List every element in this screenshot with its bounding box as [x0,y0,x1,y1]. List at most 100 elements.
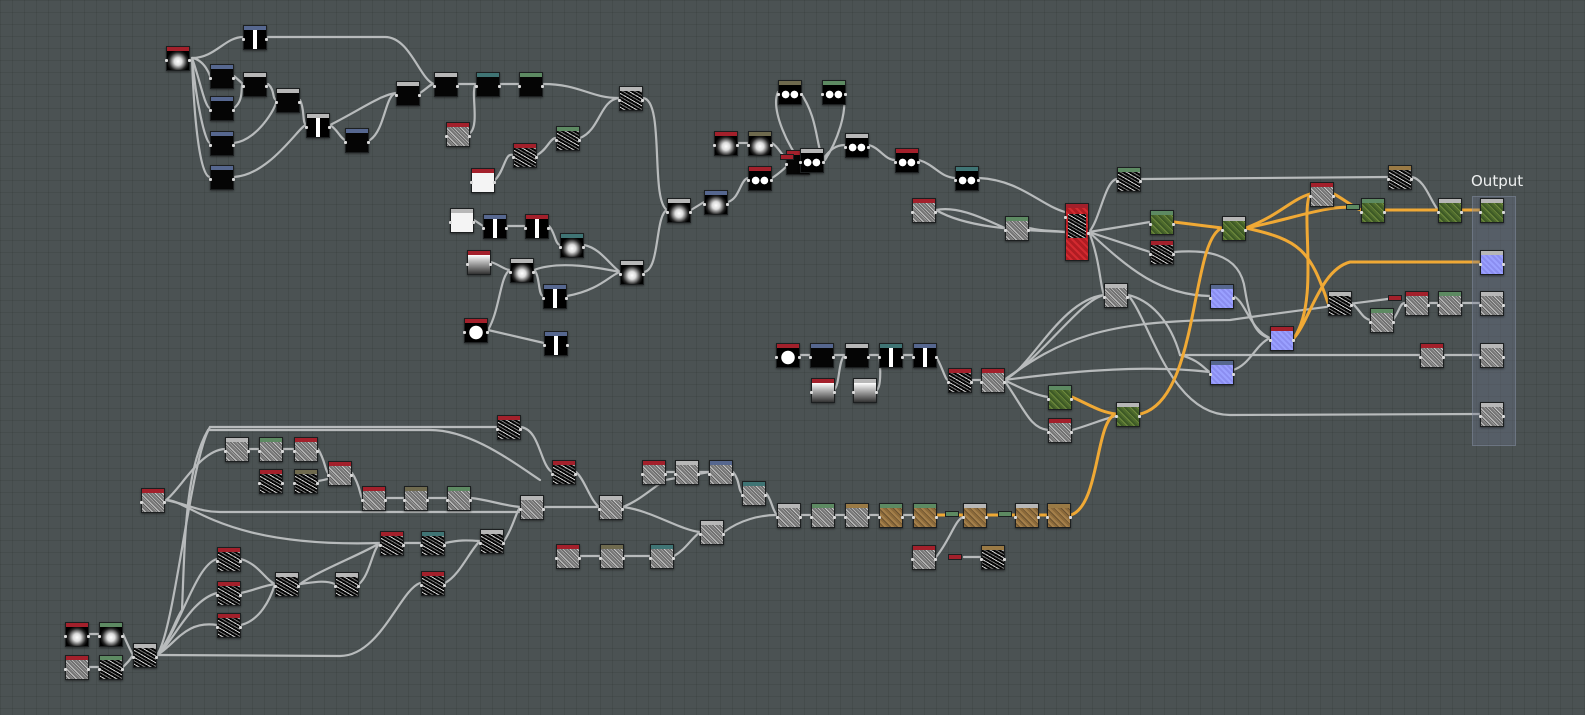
output-pin[interactable] [736,144,739,147]
output-pin[interactable] [541,85,544,88]
input-pin[interactable] [216,560,219,563]
node-spot-b[interactable] [747,131,773,156]
input-pin[interactable] [209,109,212,112]
input-pin[interactable] [433,85,436,88]
input-pin[interactable] [512,156,515,159]
output-pin[interactable] [350,474,353,477]
input-pin[interactable] [496,428,499,431]
output-pin[interactable] [1460,211,1463,214]
input-pin[interactable] [1479,356,1482,359]
input-pin[interactable] [216,626,219,629]
input-pin[interactable] [258,482,261,485]
node-mask-a[interactable] [1149,240,1175,265]
input-pin[interactable] [445,135,448,138]
input-pin[interactable] [555,557,558,560]
input-pin[interactable] [140,501,143,504]
input-pin[interactable] [361,499,364,502]
input-pin[interactable] [911,558,914,561]
node-shape-e[interactable] [703,190,729,215]
node-noise-u[interactable] [496,415,522,440]
node-dirt-a[interactable] [878,503,904,528]
node-noise-aa[interactable] [216,613,242,638]
input-pin[interactable] [649,557,652,560]
input-pin[interactable] [509,271,512,274]
output-pin[interactable] [901,356,904,359]
output-pin[interactable] [1442,356,1445,359]
input-pin[interactable] [395,94,398,97]
input-pin[interactable] [216,594,219,597]
node-gradient-a[interactable] [466,250,492,275]
node-noise-ae[interactable] [420,531,446,556]
node-noise-c[interactable] [555,126,581,151]
node-seed-shape[interactable] [165,46,191,71]
input-pin[interactable] [1116,180,1119,183]
node-normal-b[interactable] [1269,326,1295,351]
output-pin[interactable] [265,38,268,41]
node-grass-b[interactable] [1221,216,1247,241]
input-pin[interactable] [713,144,716,147]
node-shape-d[interactable] [666,198,692,223]
output-pin[interactable] [689,211,692,214]
input-pin[interactable] [293,450,296,453]
node-noise-ap[interactable] [776,503,802,528]
output-pin[interactable] [155,656,158,659]
node-seed-f[interactable] [132,643,158,668]
input-pin[interactable] [463,331,466,334]
input-pin[interactable] [543,344,546,347]
node-blend-c[interactable] [209,96,235,121]
output-pin[interactable] [642,273,645,276]
input-pin[interactable] [518,85,521,88]
node-split-1[interactable] [242,25,268,50]
node-seed-b[interactable] [64,622,90,647]
node-transform-b[interactable] [344,128,370,153]
input-pin[interactable] [911,211,914,214]
output-pin[interactable] [1350,304,1353,307]
input-pin[interactable] [1479,304,1482,307]
input-pin[interactable] [1047,398,1050,401]
connector-link-red[interactable] [1388,295,1402,301]
output-pin[interactable] [833,391,836,394]
node-transform-d[interactable] [433,72,459,97]
output-pin[interactable] [901,516,904,519]
output-pin[interactable] [770,144,773,147]
input-pin[interactable] [1014,516,1017,519]
node-noise-af[interactable] [479,529,505,554]
input-pin[interactable] [64,635,67,638]
input-pin[interactable] [274,585,277,588]
node-edge-e[interactable] [878,343,904,368]
output-pin[interactable] [867,146,870,149]
input-pin[interactable] [599,557,602,560]
input-pin[interactable] [98,668,101,671]
output-pin[interactable] [722,533,725,536]
node-blend-g[interactable] [618,86,644,111]
input-pin[interactable] [1327,304,1330,307]
node-white-mask[interactable] [449,208,475,233]
node-twin-d[interactable] [821,80,847,105]
node-noise-w[interactable] [519,495,545,520]
input-pin[interactable] [810,391,813,394]
input-pin[interactable] [741,494,744,497]
output-pin[interactable] [469,499,472,502]
node-multi-switch[interactable] [1064,203,1090,261]
output-pin[interactable] [542,508,545,511]
node-edge-a[interactable] [482,214,508,239]
input-pin[interactable] [379,544,382,547]
node-twin-e[interactable] [844,133,870,158]
output-pin[interactable] [977,179,980,182]
node-white-fill[interactable] [470,168,496,193]
node-noise-an[interactable] [649,544,675,569]
output-pin[interactable] [574,473,577,476]
input-pin[interactable] [699,533,702,536]
node-noise-n[interactable] [293,437,319,462]
input-pin[interactable] [209,77,212,80]
output-pin[interactable] [1126,296,1129,299]
connector-link-green-c[interactable] [998,511,1012,517]
input-pin[interactable] [619,273,622,276]
output-pin[interactable] [1003,381,1006,384]
output-pin[interactable] [697,473,700,476]
input-pin[interactable] [878,356,881,359]
node-dirt-d[interactable] [1014,503,1040,528]
node-blend-d[interactable] [275,88,301,113]
input-pin[interactable] [275,101,278,104]
connector-link-green[interactable] [1346,204,1360,210]
